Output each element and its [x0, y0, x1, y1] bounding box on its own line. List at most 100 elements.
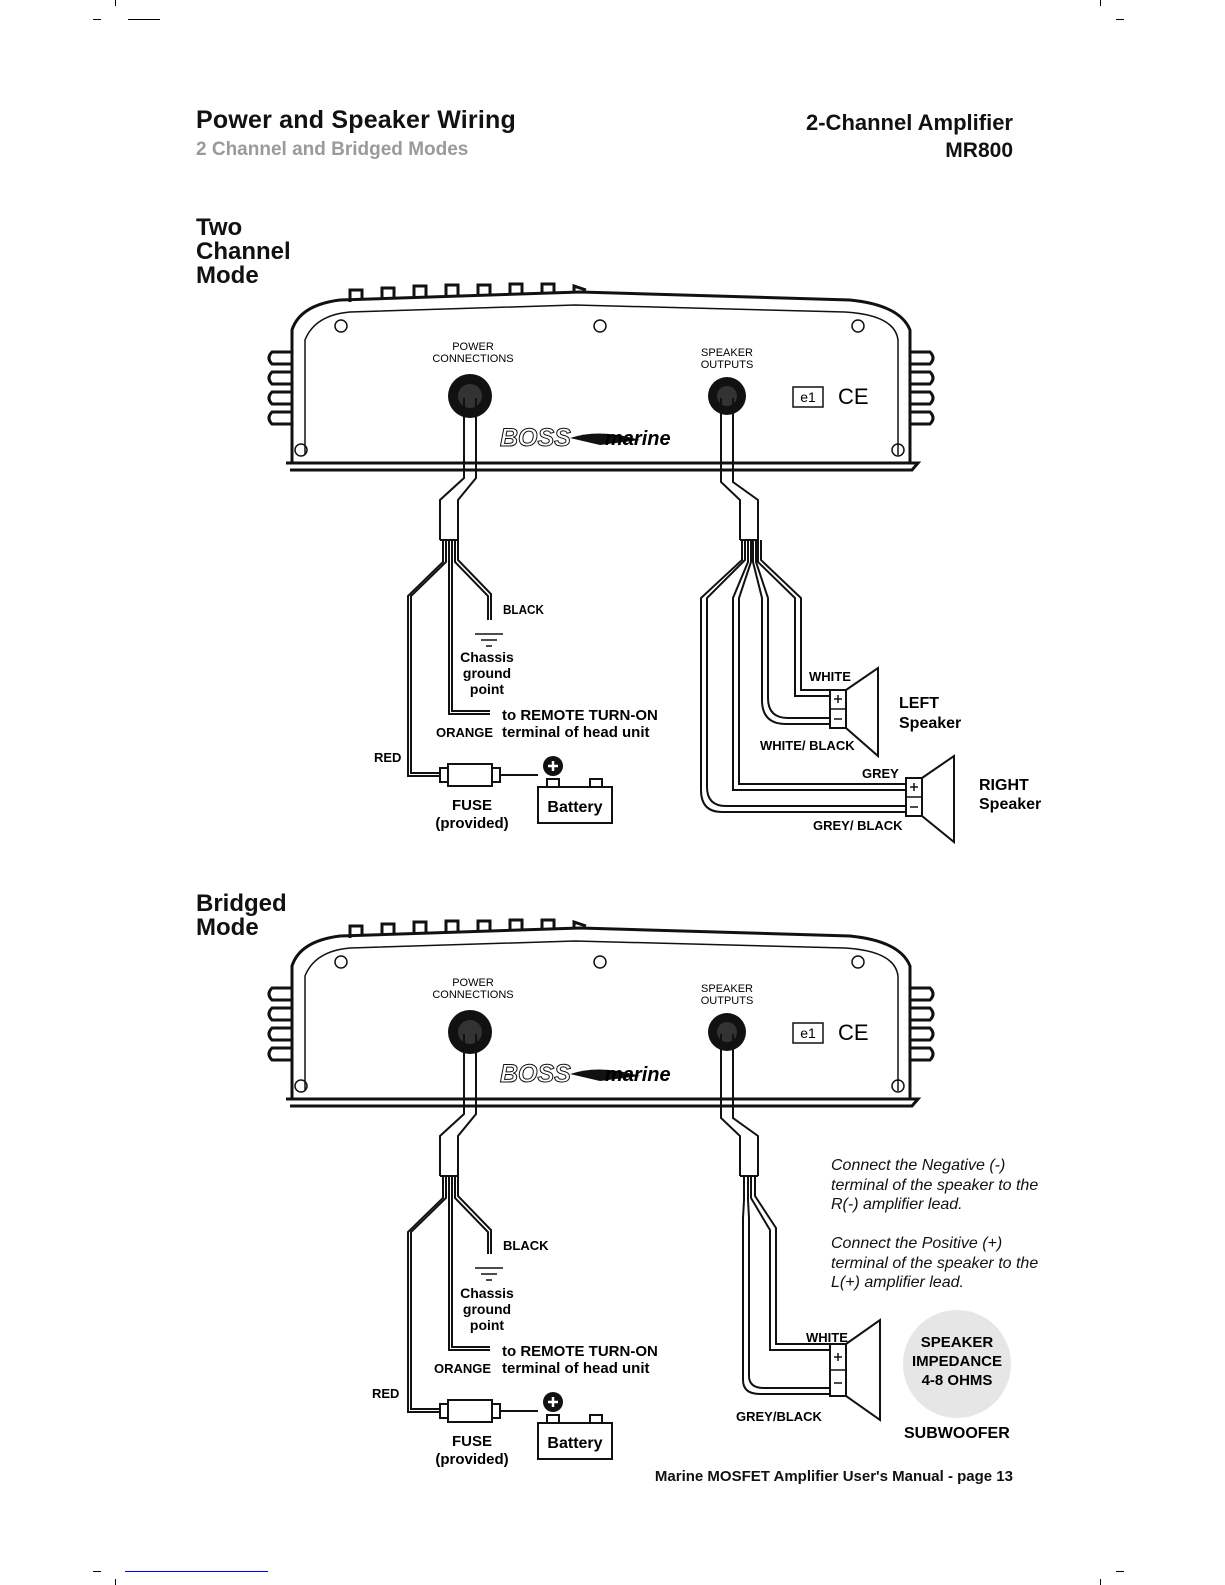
white-black-wire-label: WHITE/ BLACK — [760, 738, 855, 753]
subwoofer-label: SUBWOOFER — [904, 1425, 1010, 1442]
power-connections-label: CONNECTIONS — [432, 353, 513, 365]
power-connections-label: CONNECTIONS — [432, 989, 513, 1001]
remote-label: to REMOTE TURN-ON — [502, 1343, 658, 1360]
power-cable — [407, 398, 492, 777]
black-wire-label: BLACK — [503, 1238, 549, 1253]
brand-swoosh — [570, 433, 640, 445]
speaker-cable — [720, 1034, 834, 1395]
remote-label: terminal of head unit — [502, 1360, 650, 1377]
crop-mark — [115, 1579, 116, 1585]
fuse-label: (provided) — [435, 815, 508, 832]
left-speaker-label: LEFT — [899, 695, 939, 712]
speaker-outputs-label: OUTPUTS — [701, 359, 754, 371]
left-speaker-label: Speaker — [899, 715, 961, 732]
crop-mark — [1116, 1571, 1124, 1572]
subwoofer-icon — [829, 1318, 881, 1422]
e1-cert: e1 — [800, 1025, 816, 1041]
crop-mark — [93, 19, 101, 20]
impedance-label: IMPEDANCE — [912, 1353, 1002, 1370]
white-wire-label: WHITE — [809, 669, 851, 684]
battery-label: Battery — [547, 1435, 602, 1452]
page-subtitle: 2 Channel and Bridged Modes — [196, 139, 469, 160]
speaker-outputs-label: SPEAKER — [701, 983, 753, 995]
ce-mark: CE — [838, 1020, 869, 1045]
brand-suffix: marine — [605, 1064, 671, 1086]
power-connections-label: POWER — [452, 977, 494, 989]
crop-mark — [1116, 19, 1124, 20]
crop-mark — [93, 1571, 101, 1572]
crop-mark — [115, 0, 116, 6]
section-title-line: Mode — [196, 262, 259, 289]
note-line: Connect the Positive (+) — [831, 1235, 1003, 1252]
impedance-label: SPEAKER — [921, 1334, 994, 1351]
chassis-label: point — [470, 1317, 505, 1333]
page-footer: Marine MOSFET Amplifier User's Manual - … — [654, 1468, 1013, 1485]
speaker-outputs-label: OUTPUTS — [701, 995, 754, 1007]
section-title-line: Bridged — [196, 890, 287, 917]
note-line: Connect the Negative (-) — [831, 1157, 1006, 1174]
orange-wire-label: ORANGE — [434, 1361, 491, 1376]
e1-cert-box — [792, 386, 824, 408]
crop-mark — [1100, 0, 1101, 6]
amplifier-body — [267, 918, 935, 1108]
fuse-label: FUSE — [452, 797, 492, 814]
brand-swoosh — [570, 1069, 640, 1081]
remote-label: to REMOTE TURN-ON — [502, 707, 658, 724]
section-title-line: Mode — [196, 914, 259, 941]
red-wire-label: RED — [372, 1386, 399, 1401]
grey-black-wire-label: GREY/BLACK — [736, 1409, 823, 1424]
power-cable — [407, 1034, 492, 1413]
power-connections-label: POWER — [452, 341, 494, 353]
chassis-ground-icon — [475, 1267, 503, 1281]
chassis-label: Chassis — [460, 1285, 514, 1301]
brand-suffix: marine — [605, 428, 671, 450]
ce-mark: CE — [838, 384, 869, 409]
note-line: terminal of the speaker to the — [831, 1254, 1039, 1272]
fuse-icon — [439, 763, 538, 787]
right-speaker-icon — [905, 754, 955, 845]
right-speaker-label: RIGHT — [979, 777, 1029, 794]
e1-cert-box — [792, 1022, 824, 1044]
white-wire-label: WHITE — [806, 1330, 848, 1345]
brand-logo: BOSS — [500, 424, 571, 452]
red-wire-label: RED — [374, 750, 401, 765]
chassis-label: ground — [463, 665, 511, 681]
battery-icon — [537, 1414, 613, 1460]
amplifier-body — [267, 282, 935, 472]
impedance-badge — [903, 1310, 1011, 1418]
crop-mark — [128, 19, 160, 20]
product-name: 2-Channel Amplifier — [806, 110, 1013, 135]
selection-underline — [125, 1571, 268, 1572]
grey-wire-label: GREY — [862, 766, 899, 781]
impedance-label: 4-8 OHMS — [922, 1372, 993, 1389]
right-speaker-label: Speaker — [979, 796, 1041, 813]
left-speaker-icon — [829, 666, 879, 759]
note-line: R(-) amplifier lead. — [831, 1196, 963, 1213]
brand-logo: BOSS — [500, 1060, 571, 1088]
battery-icon — [537, 778, 613, 824]
battery-label: Battery — [547, 799, 602, 816]
page-title: Power and Speaker Wiring — [196, 106, 516, 134]
grey-black-wire-label: GREY/ BLACK — [813, 818, 903, 833]
chassis-label: Chassis — [460, 649, 514, 665]
black-wire-label: BLACK — [503, 602, 544, 617]
fuse-label: (provided) — [435, 1451, 508, 1468]
section-title-line: Two — [196, 214, 243, 241]
fuse-icon — [439, 1399, 538, 1423]
note-positive: Connect the Positive (+) terminal of the… — [831, 1234, 1038, 1293]
remote-label: terminal of head unit — [502, 724, 650, 741]
section-title-bridged: Bridged Mode — [196, 892, 287, 940]
orange-wire-label: ORANGE — [436, 725, 493, 740]
two-channel-wiring-diagram: POWER CONNECTIONS SPEAKER OUTPUTS BOSS m… — [267, 282, 1041, 845]
e1-cert: e1 — [800, 389, 816, 405]
bridged-wiring-diagram: POWER CONNECTIONS SPEAKER OUTPUTS BOSS m… — [267, 918, 1011, 1468]
fuse-label: FUSE — [452, 1433, 492, 1450]
section-title-line: Channel — [196, 238, 291, 265]
note-line: L(+) amplifier lead. — [831, 1274, 964, 1291]
chassis-label: point — [470, 681, 505, 697]
section-title-two-channel: Two Channel Mode — [196, 216, 291, 288]
crop-mark — [1100, 1579, 1101, 1585]
speaker-cable — [700, 398, 910, 813]
speaker-outputs-label: SPEAKER — [701, 347, 753, 359]
model-number: MR800 — [945, 139, 1013, 162]
